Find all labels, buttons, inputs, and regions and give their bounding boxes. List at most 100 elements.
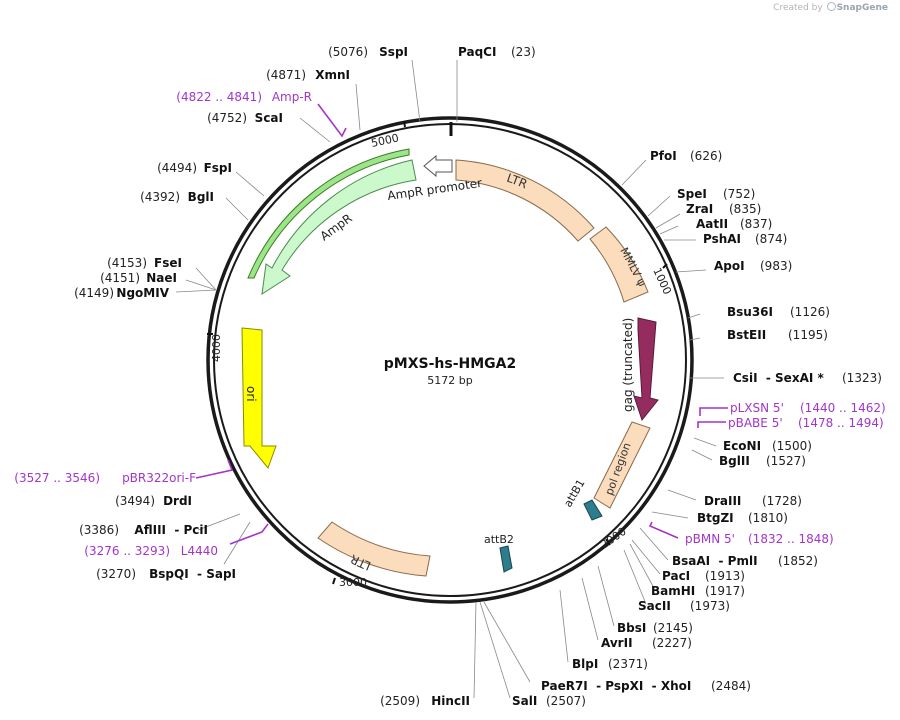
site-bamhi-pos: (1917) xyxy=(705,584,745,598)
site-zrai[interactable]: ZraI xyxy=(686,202,713,216)
site-btgzi[interactable]: BtgZI xyxy=(697,511,734,525)
site-sacii[interactable]: SacII xyxy=(638,599,671,613)
tick-label-5000: 5000 xyxy=(370,131,400,150)
attb2-feature[interactable] xyxy=(499,545,513,573)
site-ngomiv[interactable]: NgoMIV xyxy=(116,286,169,300)
primer-pbmn-range: (1832 .. 1848) xyxy=(748,532,834,546)
plasmid-length: 5172 bp xyxy=(427,374,472,387)
right-site-labels: PaqCI (23) PfoI (626) SpeI (752) ZraI (8… xyxy=(380,45,882,708)
site-paqci-pos: (23) xyxy=(511,45,536,59)
site-fspi-pos: (4494) xyxy=(157,161,197,175)
site-fsei[interactable]: FseI xyxy=(154,256,182,270)
site-afliii-pos: (3386) xyxy=(79,523,119,537)
site-avrii[interactable]: AvrII xyxy=(601,636,633,650)
site-econi-pos: (1500) xyxy=(772,439,812,453)
site-draiii-pos: (1728) xyxy=(762,494,802,508)
primer-l4440-range: (3276 .. 3293) xyxy=(84,544,170,558)
primer-plxsn[interactable]: pLXSN 5' xyxy=(730,401,784,415)
plasmid-name: pMXS-hs-HMGA2 xyxy=(384,356,516,372)
site-paqci[interactable]: PaqCI xyxy=(458,45,496,59)
ori-label: ori xyxy=(244,386,258,402)
site-bbsi[interactable]: BbsI xyxy=(617,621,646,635)
primer-pbabe[interactable]: pBABE 5' xyxy=(728,416,783,430)
primer-pbmn[interactable]: pBMN 5' xyxy=(685,532,735,546)
right-leader-lines xyxy=(456,60,724,699)
site-aatii[interactable]: AatII xyxy=(696,217,728,231)
site-blpi-pos: (2371) xyxy=(608,657,648,671)
site-bgli-pos: (4392) xyxy=(140,190,180,204)
snapgene-logo-icon xyxy=(826,2,836,11)
site-drdi-pos: (3494) xyxy=(115,494,155,508)
gag-truncated-feature[interactable] xyxy=(633,317,659,422)
site-apoi[interactable]: ApoI xyxy=(714,259,745,273)
site-drdi[interactable]: DrdI xyxy=(163,494,192,508)
site-bsu36i[interactable]: Bsu36I xyxy=(727,305,773,319)
site-bamhi[interactable]: BamHI xyxy=(651,584,695,598)
site-scai-pos: (4752) xyxy=(207,111,247,125)
site-xmni-pos: (4871) xyxy=(266,68,306,82)
site-blpi[interactable]: BlpI xyxy=(572,657,598,671)
site-pshai[interactable]: PshAI xyxy=(703,232,741,246)
site-apoi-pos: (983) xyxy=(760,259,792,273)
left-leader-lines xyxy=(175,59,421,565)
site-naei-pos: (4151) xyxy=(100,271,140,285)
site-bspqi-sapi[interactable]: BspQI - SapI xyxy=(149,567,236,581)
site-csii-sexai-pos: (1323) xyxy=(842,371,882,385)
primer-pbr322ori[interactable]: pBR322ori-F xyxy=(122,471,196,485)
site-bsaai-pmli[interactable]: BsaAI - PmlI xyxy=(672,554,758,568)
attb1-feature[interactable] xyxy=(583,499,603,521)
primer-pbabe-range: (1478 .. 1494) xyxy=(798,416,884,430)
site-avrii-pos: (2227) xyxy=(652,636,692,650)
site-econi[interactable]: EcoNI xyxy=(723,439,761,453)
site-bbsi-pos: (2145) xyxy=(653,621,693,635)
backbone-outer-ring xyxy=(206,116,694,604)
tick-mark-2000 xyxy=(605,538,611,546)
site-xmni[interactable]: XmnI xyxy=(315,68,350,82)
site-bglii[interactable]: BglII xyxy=(719,454,750,468)
site-draiii[interactable]: DraIII xyxy=(704,494,741,508)
site-afliii-pcii[interactable]: AflIII - PciI xyxy=(134,523,208,537)
site-naei[interactable]: NaeI xyxy=(146,271,177,285)
site-paer7i-pspxi-xhoi[interactable]: PaeR7I - PspXI - XhoI xyxy=(541,679,691,693)
site-sspi[interactable]: SspI xyxy=(379,45,408,59)
tick-label-3000: 3000 xyxy=(339,576,367,589)
site-pshai-pos: (874) xyxy=(755,232,787,246)
ltr-feature-2[interactable] xyxy=(317,521,431,577)
primer-amp-r[interactable]: Amp-R xyxy=(272,90,312,104)
site-sali-pos: (2507) xyxy=(546,694,586,708)
site-hincii[interactable]: HincII xyxy=(431,694,470,708)
site-bsteii[interactable]: BstEII xyxy=(727,328,766,342)
site-hincii-pos: (2509) xyxy=(380,694,420,708)
site-sacii-pos: (1973) xyxy=(690,599,730,613)
ltr-feature-1[interactable] xyxy=(455,159,595,242)
credit-prefix: Created by xyxy=(773,3,823,13)
tick-mark-3000 xyxy=(332,577,336,585)
site-fsei-pos: (4153) xyxy=(107,256,147,270)
primer-amp-r-range: (4822 .. 4841) xyxy=(176,90,262,104)
site-bgli[interactable]: BglI xyxy=(188,190,214,204)
ori-feature[interactable] xyxy=(241,327,277,469)
site-bsteii-pos: (1195) xyxy=(788,328,828,342)
primer-pbr322ori-range: (3527 .. 3546) xyxy=(14,471,100,485)
tick-mark-1000 xyxy=(662,263,668,269)
site-pfoi[interactable]: PfoI xyxy=(650,149,677,163)
site-sali[interactable]: SalI xyxy=(512,694,537,708)
site-fspi[interactable]: FspI xyxy=(204,161,232,175)
mmlv-psi-feature[interactable] xyxy=(589,226,649,303)
site-csii-sexai[interactable]: CsiI - SexAI * xyxy=(733,371,824,385)
site-btgzi-pos: (1810) xyxy=(748,511,788,525)
primer-labels: pLXSN 5' (1440 .. 1462) pBABE 5' (1478 .… xyxy=(14,90,885,558)
site-paci[interactable]: PacI xyxy=(662,569,690,583)
site-bglii-pos: (1527) xyxy=(766,454,806,468)
site-bsu36i-pos: (1126) xyxy=(790,305,830,319)
pol-region-feature[interactable] xyxy=(593,421,651,509)
site-sspi-pos: (5076) xyxy=(328,45,368,59)
ampr-promoter-feature[interactable] xyxy=(423,154,453,178)
primer-l4440[interactable]: L4440 xyxy=(181,544,218,558)
site-scai[interactable]: ScaI xyxy=(255,111,283,125)
tick-label-1000: 1000 xyxy=(650,266,674,297)
primer-marks xyxy=(195,103,728,545)
ampr-feature[interactable] xyxy=(261,159,417,296)
site-spei[interactable]: SpeI xyxy=(677,187,707,201)
